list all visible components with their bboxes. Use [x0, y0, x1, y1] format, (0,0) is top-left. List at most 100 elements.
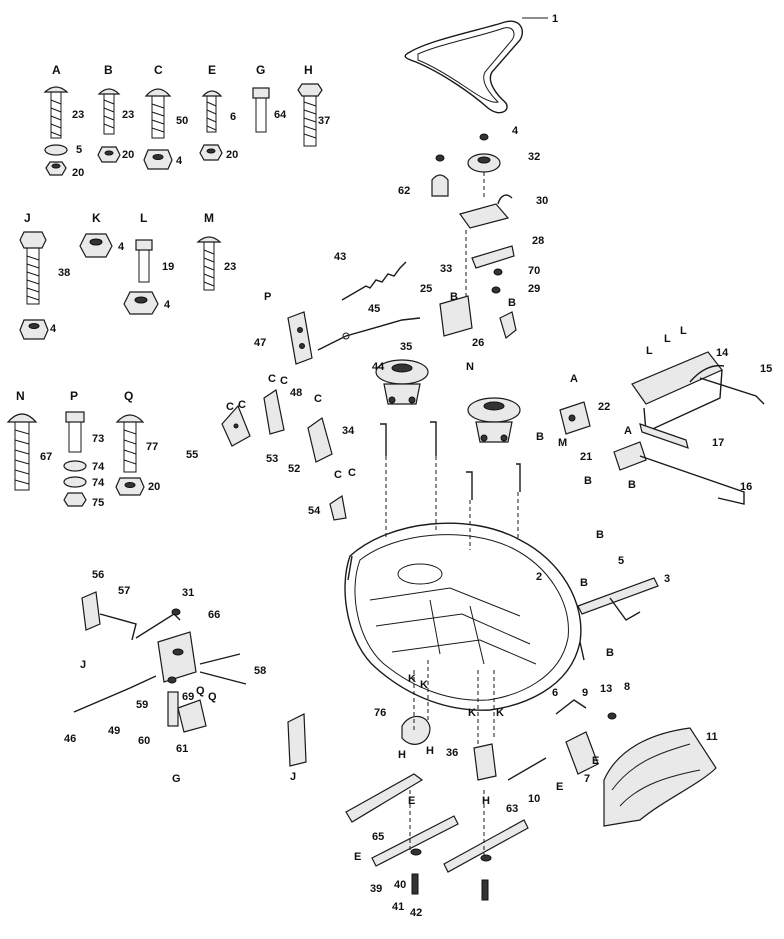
fastener-tag-K-1: K: [408, 673, 416, 685]
bolt-58: [199, 671, 247, 685]
fastener-tag-B-2: B: [508, 297, 516, 309]
spindle-assembly-left: [375, 359, 429, 405]
drive-belt: [404, 17, 548, 114]
mount-59: [157, 631, 197, 683]
callout-49: 49: [108, 725, 120, 737]
bracket-52: [307, 417, 333, 463]
hardware-letter-J: J: [24, 211, 31, 225]
hardware-qty-H-1: 37: [318, 115, 330, 127]
blade-39-left: [371, 815, 459, 867]
callout-46: 46: [64, 733, 76, 745]
tension-spring: [341, 261, 407, 301]
bracket-47: [287, 311, 313, 365]
callout-25: 25: [420, 283, 432, 295]
callout-14: 14: [716, 347, 729, 359]
callout-35: 35: [400, 341, 412, 353]
bracket-22: [559, 401, 591, 435]
fastener-tag-J-1: J: [80, 659, 86, 671]
callout-69: 69: [182, 691, 194, 703]
hardware-letter-C: C: [154, 63, 163, 77]
callout-36: 36: [446, 747, 458, 759]
fastener-tag-P-1: P: [264, 291, 271, 303]
pin-10: [507, 757, 547, 781]
callout-29: 29: [528, 283, 540, 295]
hardware-qty-A-3: 20: [72, 167, 84, 179]
callout-43: 43: [334, 251, 346, 263]
callout-76: 76: [374, 707, 386, 719]
hanger-56-lower: [287, 713, 307, 767]
callout-62: 62: [398, 185, 410, 197]
fastener-tag-J-2: J: [290, 771, 296, 783]
fastener-tag-B-8: B: [606, 647, 614, 659]
hanger-56-upper: [81, 591, 101, 631]
callout-47: 47: [254, 337, 266, 349]
fastener-tag-H-2: H: [426, 745, 434, 757]
hardware-qty-A-1: 23: [72, 109, 84, 121]
bolt-L: [123, 239, 159, 315]
hardware-qty-C-1: 50: [176, 115, 188, 127]
hardware-qty-L-2: 4: [164, 299, 171, 311]
callout-52: 52: [288, 463, 300, 475]
fastener-tag-C-7: C: [348, 467, 356, 479]
hardware-qty-A-2: 5: [76, 144, 82, 156]
hardware-letter-L: L: [140, 211, 147, 225]
hardware-qty-K-1: 4: [118, 241, 125, 253]
hardware-qty-P-3: 74: [92, 477, 105, 489]
fastener-tag-H-1: H: [398, 749, 406, 761]
rear-hanger-bracket: [631, 351, 725, 434]
hardware-qty-B-2: 20: [122, 149, 134, 161]
hardware-qty-E-2: 20: [226, 149, 238, 161]
callout-48: 48: [290, 387, 302, 399]
callout-1: 1: [552, 13, 558, 25]
callout-22: 22: [598, 401, 610, 413]
bolt-P: [63, 411, 87, 507]
callout-65: 65: [372, 831, 384, 843]
callout-70: 70: [528, 265, 540, 277]
bracket-21: [613, 441, 647, 471]
fastener-tag-E-1: E: [354, 851, 361, 863]
bolt-J: [19, 231, 49, 340]
callout-5: 5: [618, 555, 624, 567]
pins-34: [380, 421, 521, 550]
fastener-tag-B-4: B: [584, 475, 592, 487]
hardware-qty-Q-2: 20: [148, 481, 160, 493]
bracket-54: [329, 494, 347, 521]
hardware-labels: A23520B2320C504E620G64H37J384K4L194M23N6…: [16, 63, 330, 509]
fastener-tag-E-4: E: [592, 755, 599, 767]
bolt-Q: [115, 414, 145, 496]
hardware-letter-G: G: [256, 63, 265, 77]
blade-65: [345, 773, 424, 823]
routing-lines: [409, 660, 495, 856]
adapter-36: [473, 743, 497, 781]
fastener-tag-H-3: H: [482, 795, 490, 807]
bolt-C: [143, 88, 173, 170]
callout-16: 16: [740, 481, 752, 493]
callout-56: 56: [92, 569, 104, 581]
hardware-qty-M-1: 23: [224, 261, 236, 273]
callout-17: 17: [712, 437, 724, 449]
fastener-tag-B-6: B: [596, 529, 604, 541]
fastener-tag-K-4: K: [496, 707, 504, 719]
fastener-tag-L-2: L: [664, 333, 671, 345]
fastener-tag-K-3: K: [468, 707, 476, 719]
arm-7: [565, 712, 617, 775]
callout-28: 28: [532, 235, 544, 247]
discharge-chute: [603, 727, 717, 827]
bolt-E: [199, 90, 223, 161]
hardware-qty-P-2: 74: [92, 461, 105, 473]
hardware-letter-E: E: [208, 63, 216, 77]
bolt-H: [297, 83, 323, 147]
fastener-tag-B-5: B: [628, 479, 636, 491]
bracket-53: [263, 389, 285, 435]
fastener-tag-C-4: C: [280, 375, 288, 387]
pivot-66: [167, 608, 181, 684]
fastener-tag-C-6: C: [334, 469, 342, 481]
callout-13: 13: [600, 683, 612, 695]
link-57: [99, 613, 137, 641]
rod-16: [639, 455, 745, 505]
callout-44: 44: [372, 361, 385, 373]
bracket-9-13: [555, 699, 587, 715]
callout-39: 39: [370, 883, 382, 895]
hardware-qty-E-1: 6: [230, 111, 236, 123]
